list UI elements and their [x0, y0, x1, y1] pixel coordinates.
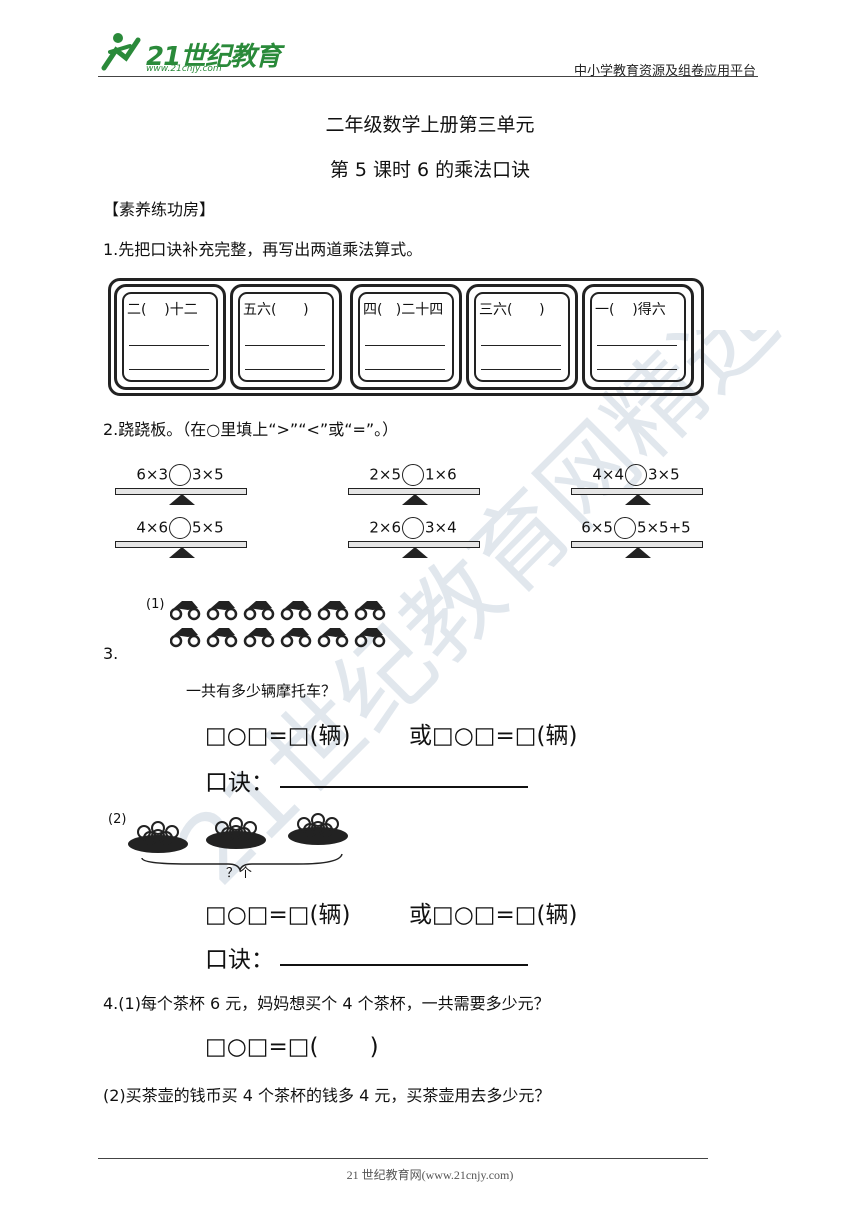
header-tagline: 中小学教育资源及组卷应用平台 [573, 64, 756, 79]
koujue-box-label: 三六( ) [479, 302, 545, 318]
compare-circle[interactable] [402, 464, 424, 486]
question-1-frame [108, 278, 704, 396]
equation-line-1: □○□=□(辆) 或□○□=□(辆) [205, 723, 578, 749]
seesaw-right-expr: 5×5+5 [636, 518, 691, 537]
compare-circle[interactable] [402, 517, 424, 539]
koujue-box-label: 五六( ) [243, 302, 309, 318]
seesaw-right-expr: 1×6 [425, 465, 457, 484]
compare-circle[interactable] [169, 464, 191, 486]
header-divider [98, 76, 758, 77]
seesaw-fulcrum [169, 494, 195, 505]
footer-divider [98, 1158, 708, 1159]
motorcycles-illustration [170, 599, 386, 648]
logo-text: 21世纪教育 [146, 42, 281, 72]
cakes-illustration [128, 813, 349, 873]
koujue-box-3: 四( )二十四 [350, 284, 462, 390]
seesaw-left-expr: 2×6 [369, 518, 401, 537]
part-1-question: 一共有多少辆摩托车？ [186, 682, 337, 700]
seesaw-4: 4×6 5×5 [115, 517, 247, 563]
part-1-label: (1) [146, 597, 165, 612]
logo-url: www.21cnjy.com [146, 64, 222, 74]
seesaw-right-expr: 3×5 [192, 465, 224, 484]
question-3-number: 3. [103, 644, 119, 663]
seesaw-right-expr: 5×5 [192, 518, 224, 537]
question-2-text: 2.跷跷板。（在○里填上“>”“<”或“=”。） [103, 420, 399, 439]
seesaw-left-expr: 6×5 [581, 518, 613, 537]
lesson-title: 第 5 课时 6 的乘法口诀 [329, 159, 531, 181]
seesaw-fulcrum [625, 494, 651, 505]
koujue-box-5: 一( )得六 [582, 284, 694, 390]
seesaw-6: 6×5 5×5+5 [571, 517, 703, 563]
question-1-text: 1.先把口诀补充完整，再写出两道乘法算式。 [103, 240, 423, 259]
seesaw-right-expr: 3×4 [425, 518, 457, 537]
seesaw-left-expr: 6×3 [136, 465, 168, 484]
seesaw-fulcrum [402, 547, 428, 558]
seesaw-fulcrum [402, 494, 428, 505]
koujue-box-label: 四( )二十四 [363, 302, 444, 318]
seesaw-fulcrum [625, 547, 651, 558]
question-4-part-2: (2)买茶壶的钱币买 4 个茶杯的钱多 4 元，买茶壶用去多少元？ [103, 1086, 551, 1105]
seesaw-right-expr: 3×5 [648, 465, 680, 484]
footer-text: 21 世纪教育网(www.21cnjy.com) [346, 1168, 514, 1182]
compare-circle[interactable] [613, 517, 636, 539]
koujue-label-1: 口诀： [205, 770, 274, 796]
seesaw-5: 2×6 3×4 [348, 517, 480, 563]
seesaw-3: 4×4 3×5 [571, 464, 703, 510]
seesaw-left-expr: 4×6 [136, 518, 168, 537]
seesaw-left-expr: 4×4 [592, 465, 624, 484]
seesaw-1: 6×3 3×5 [115, 464, 247, 510]
seesaw-fulcrum [169, 547, 195, 558]
section-heading: 【素养练功房】 [103, 200, 216, 219]
seesaw-2: 2×5 1×6 [348, 464, 480, 510]
question-4-part-1: 4.(1)每个茶杯 6 元，妈妈想买个 4 个茶杯，一共需要多少元？ [103, 994, 550, 1013]
compare-circle[interactable] [625, 464, 647, 486]
seesaw-left-expr: 2×5 [369, 465, 401, 484]
koujue-box-2: 五六( ) [230, 284, 342, 390]
koujue-answer-blank-1[interactable] [280, 786, 528, 788]
equation-line-3: □○□=□( ) [205, 1034, 379, 1060]
part-2-label: (2) [108, 812, 127, 827]
site-logo [101, 33, 141, 71]
koujue-box-1: 二( )十二 [114, 284, 226, 390]
compare-circle[interactable] [169, 517, 191, 539]
koujue-box-label: 一( )得六 [595, 302, 666, 318]
koujue-box-4: 三六( ) [466, 284, 578, 390]
koujue-box-label: 二( )十二 [127, 302, 198, 318]
koujue-answer-blank-2[interactable] [280, 964, 528, 966]
koujue-label-2: 口诀： [205, 947, 274, 973]
brace-label: ？个 [226, 866, 253, 881]
page-title: 二年级数学上册第三单元 [325, 114, 535, 136]
equation-line-2: □○□=□(辆) 或□○□=□(辆) [205, 902, 578, 928]
